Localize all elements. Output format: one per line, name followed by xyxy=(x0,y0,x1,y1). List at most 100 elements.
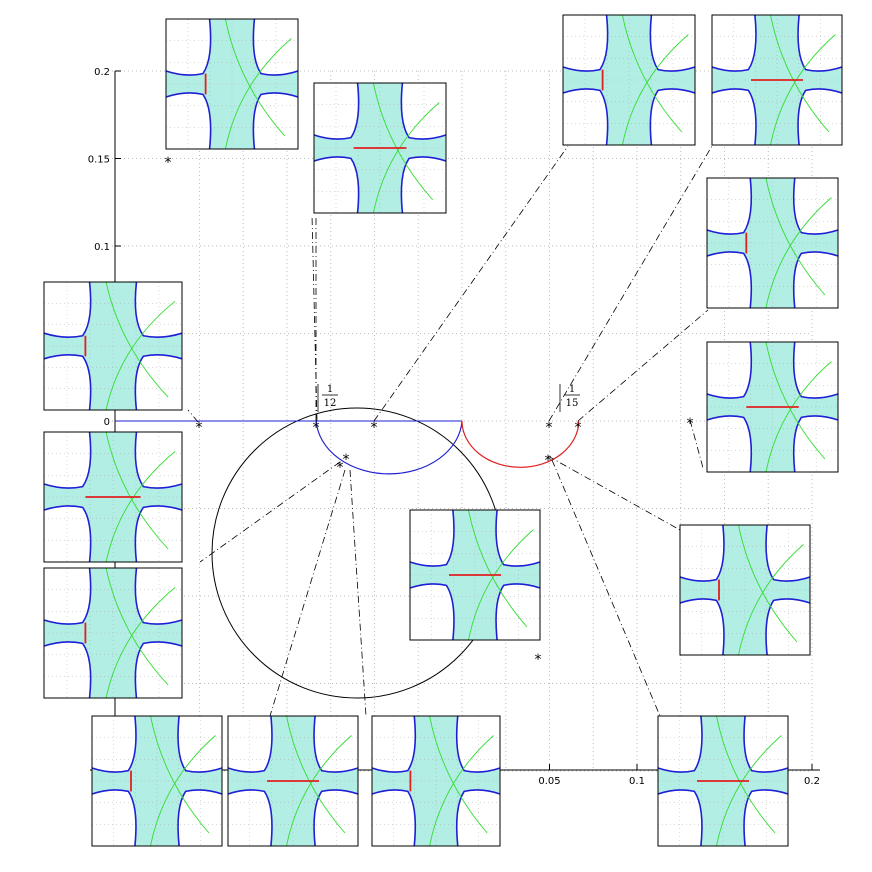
inset-green-curve xyxy=(105,567,169,686)
inset-blue-curve xyxy=(91,789,137,847)
inset-green-curve xyxy=(150,715,210,834)
inset-lobe xyxy=(744,789,788,846)
inset-lobe xyxy=(314,83,359,140)
inset-green-curve xyxy=(224,38,292,150)
inset-blue-curve xyxy=(91,715,137,773)
inset-green-curve xyxy=(468,529,534,641)
y-tick-label: 0.2 xyxy=(94,67,110,78)
inset-frame xyxy=(409,509,541,641)
inset-lobe xyxy=(44,568,91,625)
inset-lobe xyxy=(707,415,752,472)
inset-green-curve xyxy=(765,177,826,296)
inset-lobe xyxy=(135,568,182,625)
marker-star-4: * xyxy=(546,420,553,436)
marker-star-7: * xyxy=(337,460,344,476)
inset-blue-curve xyxy=(743,789,789,847)
inset-lobe xyxy=(650,88,695,145)
inset-4 xyxy=(711,14,843,146)
inset-green-curve xyxy=(372,102,440,214)
x-tick-label: 0.2 xyxy=(804,776,820,787)
inset-blue-curve xyxy=(495,509,541,567)
marker-star-3: * xyxy=(371,420,378,436)
inset-blue-curve xyxy=(165,92,212,150)
inset-green-curve xyxy=(105,431,169,550)
inset-lobe xyxy=(680,598,724,655)
inset-blue-curve xyxy=(792,415,839,473)
inset-blue-curve xyxy=(313,82,360,140)
inset-frame xyxy=(165,18,299,150)
inset-blue-curve xyxy=(252,92,299,150)
inset-lobe xyxy=(178,716,222,773)
marker-star-1: * xyxy=(196,420,203,436)
inset-blue-curve xyxy=(792,251,839,309)
inset-frame xyxy=(91,715,223,847)
inset-lobe xyxy=(456,716,500,773)
inset-frame xyxy=(371,715,501,847)
inset-lobe xyxy=(712,15,756,72)
inset-lobe xyxy=(92,716,136,773)
inset-8 xyxy=(43,431,183,563)
inset-lobe xyxy=(135,432,182,489)
y-tick-label: 0 xyxy=(104,417,110,428)
inset-blue-curve xyxy=(706,415,753,473)
inset-green-curve xyxy=(770,14,830,133)
inset-lobe xyxy=(563,88,608,145)
inset-11 xyxy=(679,524,811,656)
fraction-numerator: 1 xyxy=(327,384,333,395)
inset-green-curve xyxy=(716,715,776,834)
leader-line-10 xyxy=(349,469,367,717)
fraction-denominator: 15 xyxy=(566,398,579,409)
inset-lobe xyxy=(314,789,358,846)
inset-green-curve xyxy=(716,735,782,847)
insets xyxy=(43,14,843,847)
inset-lobe xyxy=(135,641,182,698)
inset-frame xyxy=(711,14,843,146)
inset-blue-curve xyxy=(177,715,223,773)
inset-lobe xyxy=(44,641,91,698)
inset-lobe xyxy=(496,510,540,567)
inset-blue-curve xyxy=(371,789,417,847)
inset-frame xyxy=(706,177,839,309)
marker-star-9: * xyxy=(545,453,552,469)
inset-blue-curve xyxy=(711,88,757,146)
inset-lobe xyxy=(766,525,810,582)
inset-blue-curve xyxy=(371,715,417,773)
fraction-denominator: 12 xyxy=(324,398,337,409)
inset-green-curve xyxy=(286,735,352,847)
inset-blue-curve xyxy=(562,14,609,72)
x-tick-label: 0.1 xyxy=(629,776,645,787)
leader-line-12 xyxy=(311,214,318,422)
inset-green-curve xyxy=(224,18,286,137)
inset-frame xyxy=(43,567,183,699)
inset-7 xyxy=(43,281,183,411)
inset-2 xyxy=(313,82,447,214)
inset-lobe xyxy=(314,716,358,773)
inset-lobe xyxy=(744,716,788,773)
inset-blue-curve xyxy=(134,567,183,625)
inset-lobe xyxy=(766,598,810,655)
leader-line-3 xyxy=(548,145,713,422)
inset-lobe xyxy=(712,88,756,145)
inset-blue-curve xyxy=(313,715,359,773)
inset-blue-curve xyxy=(252,18,299,76)
leader-line-9 xyxy=(269,469,346,717)
inset-blue-curve xyxy=(455,715,501,773)
inset-lobe xyxy=(658,716,702,773)
inset-10 xyxy=(409,509,541,641)
inset-lobe xyxy=(44,354,91,410)
inset-green-curve xyxy=(621,34,689,146)
curves xyxy=(115,407,580,699)
inset-lobe xyxy=(92,789,136,846)
inset-blue-curve xyxy=(679,598,725,656)
inset-lobe xyxy=(314,156,359,213)
inset-blue-curve xyxy=(797,14,843,72)
leader-line-6 xyxy=(547,455,681,531)
inset-lobe xyxy=(658,789,702,846)
inset-green-curve xyxy=(621,14,683,133)
inset-blue-curve xyxy=(792,177,839,235)
inset-blue-curve xyxy=(792,341,839,399)
fraction-one-fifteenth: 115 xyxy=(559,384,580,412)
fraction-one-twelfth: 112 xyxy=(317,384,338,412)
inset-blue-curve xyxy=(134,281,183,338)
inset-blue-curve xyxy=(165,18,212,76)
